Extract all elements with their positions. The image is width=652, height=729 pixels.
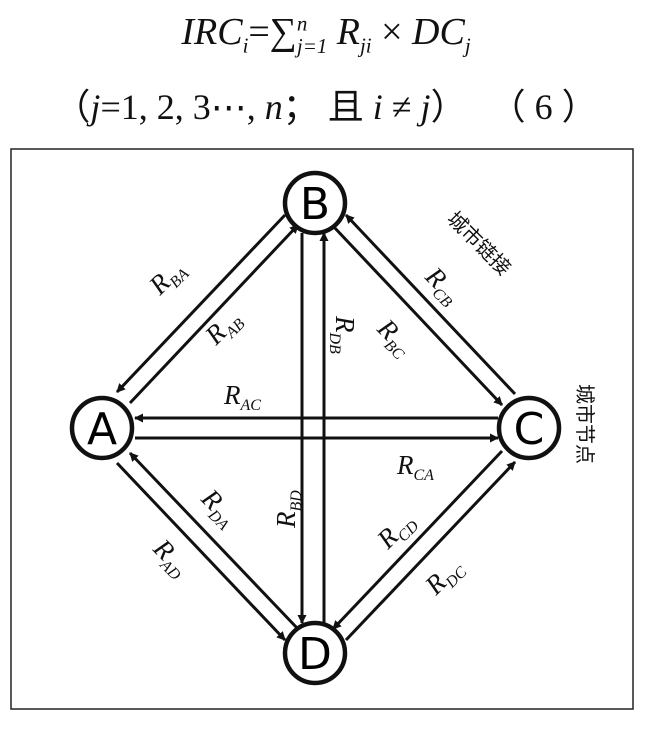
node-d-label: D — [298, 629, 332, 680]
edge-arrow-b-to-c — [331, 224, 504, 407]
city-network-diagram: B A C D RBA RAB RCB RBC RDB RBD RAC — [10, 148, 634, 710]
formula-i: i — [372, 87, 383, 127]
formula-sum-sub: j=1 — [296, 33, 328, 58]
edge-arrow-a-to-d — [115, 461, 287, 642]
formula-line-1: IRCi=∑nj=1 Rji × DCj — [0, 10, 652, 59]
node-a-label: A — [87, 404, 117, 455]
edges — [115, 213, 517, 642]
formula-dc: DC — [412, 11, 465, 53]
formula-r-sub: ji — [360, 33, 372, 58]
node-b-label: B — [300, 179, 330, 230]
formula-r: R — [336, 11, 360, 53]
formula-line-2: （j=1, 2, 3⋯, n； 且 i ≠ j） （ 6 ） — [0, 78, 652, 130]
annotation-city-node: 城市节点 — [573, 384, 597, 464]
node-a: A — [69, 395, 135, 461]
node-c-label: C — [514, 404, 545, 455]
formula-lhs-sub: i — [242, 33, 249, 58]
formula-lhs: IRC — [181, 11, 243, 53]
formula-equation-number: （ 6 ） — [489, 87, 598, 127]
formula-neq: ≠ — [382, 87, 421, 127]
formula-range: =1, 2, 3⋯, — [100, 87, 265, 127]
node-c: C — [496, 395, 562, 461]
edge-arrow-c-to-b — [344, 213, 517, 396]
formula-n: n — [264, 87, 283, 127]
edge-label-r-db: RDB — [326, 315, 360, 354]
formula-times: × — [381, 11, 403, 53]
edge-arrow-a-to-b — [128, 223, 300, 405]
formula-sum-sup: n — [296, 11, 308, 36]
formula-close-paren: ） — [430, 87, 467, 127]
formula-j2: j — [420, 87, 431, 127]
formula-sum-sign: =∑ — [248, 11, 297, 53]
edge-label-r-ac: RAC — [223, 380, 261, 414]
edge-arrow-c-to-d — [331, 449, 504, 631]
formula-j: j — [90, 87, 101, 127]
edge-arrow-d-to-c — [344, 460, 517, 642]
edge-label-r-bd: RBD — [271, 490, 305, 529]
edge-arrow-b-to-a — [115, 213, 287, 394]
formula-dc-sub: j — [464, 33, 471, 58]
edge-label-r-ca: RCA — [396, 450, 434, 484]
node-d: D — [282, 620, 348, 686]
node-b: B — [282, 170, 348, 236]
edge-arrow-d-to-a — [128, 451, 300, 631]
formula-semicolon: ； 且 — [282, 87, 373, 127]
formula-open-paren: （ — [54, 87, 91, 127]
